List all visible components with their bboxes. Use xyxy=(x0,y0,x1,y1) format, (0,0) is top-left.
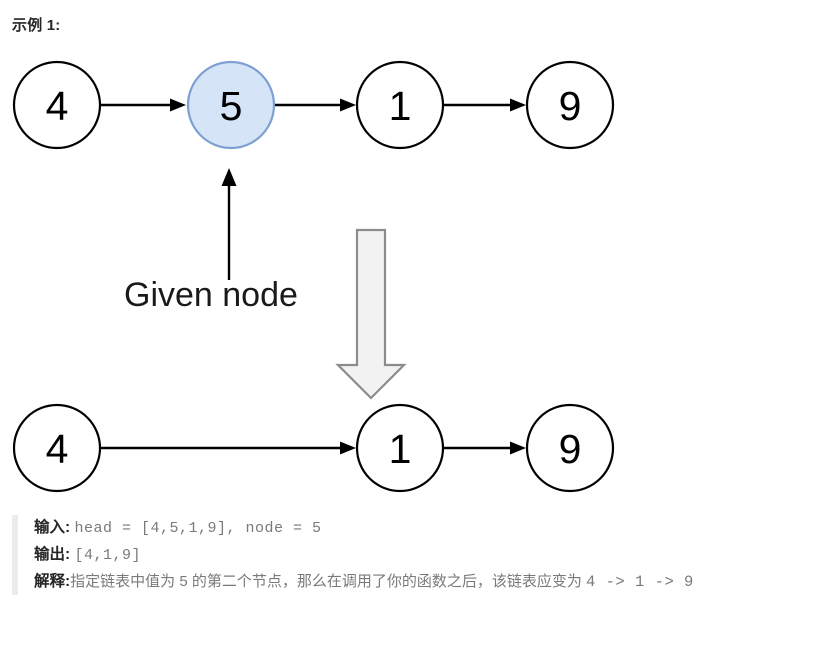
edge-4-to-5 xyxy=(101,98,186,112)
example-output-line: 输出: [4,1,9] xyxy=(34,542,802,569)
edge-5-to-1 xyxy=(275,98,356,112)
example-block: 输入: head = [4,5,1,9], node = 5 输出: [4,1,… xyxy=(12,515,802,595)
input-label: 输入: xyxy=(34,519,71,536)
node-value: 4 xyxy=(46,426,69,472)
node-value: 1 xyxy=(389,426,412,472)
node-circle-highlighted xyxy=(186,60,276,150)
node-value: 9 xyxy=(559,83,582,129)
node-value: 1 xyxy=(389,83,412,129)
input-value: head = [4,5,1,9], node = 5 xyxy=(74,520,322,537)
node-value: 4 xyxy=(46,83,69,129)
linked-list-before-row: 4 5 1 xyxy=(12,60,615,150)
example-input-line: 输入: head = [4,5,1,9], node = 5 xyxy=(34,515,802,542)
node-4-before: 4 xyxy=(12,60,102,150)
transition-block-arrow xyxy=(335,228,407,400)
output-label: 输出: xyxy=(34,546,71,563)
explanation-label: 解释: xyxy=(34,573,71,590)
node-4-after: 4 xyxy=(12,403,102,493)
given-node-pointer-arrow xyxy=(221,168,237,280)
example-explanation-line: 解释:指定链表中值为 5 的第二个节点，那么在调用了你的函数之后，该链表应变为 … xyxy=(34,569,802,595)
node-circle xyxy=(12,60,102,150)
given-node-caption: Given node xyxy=(124,276,298,314)
page-title: 示例 1: xyxy=(12,17,61,34)
node-circle xyxy=(525,60,615,150)
node-9-before: 9 xyxy=(525,60,615,150)
edge-4-to-1-after xyxy=(101,441,356,455)
node-circle xyxy=(12,403,102,493)
edge-1-to-9-after xyxy=(444,441,526,455)
output-value: [4,1,9] xyxy=(74,547,141,564)
node-9-after: 9 xyxy=(525,403,615,493)
linked-list-after-row: 4 1 9 xyxy=(12,403,615,493)
node-circle xyxy=(525,403,615,493)
node-value: 5 xyxy=(220,83,243,129)
node-1-before: 1 xyxy=(355,60,445,150)
explanation-text: 指定链表中值为 5 的第二个节点，那么在调用了你的函数之后，该链表应变为 xyxy=(70,573,587,590)
node-1-after: 1 xyxy=(355,403,445,493)
linked-list-diagram: 4 5 1 xyxy=(0,40,816,510)
node-circle xyxy=(355,60,445,150)
node-circle xyxy=(355,403,445,493)
explanation-code: 4 -> 1 -> 9 xyxy=(586,573,694,591)
node-5-before-highlighted: 5 xyxy=(186,60,276,150)
edge-1-to-9 xyxy=(444,98,526,112)
node-value: 9 xyxy=(559,426,582,472)
